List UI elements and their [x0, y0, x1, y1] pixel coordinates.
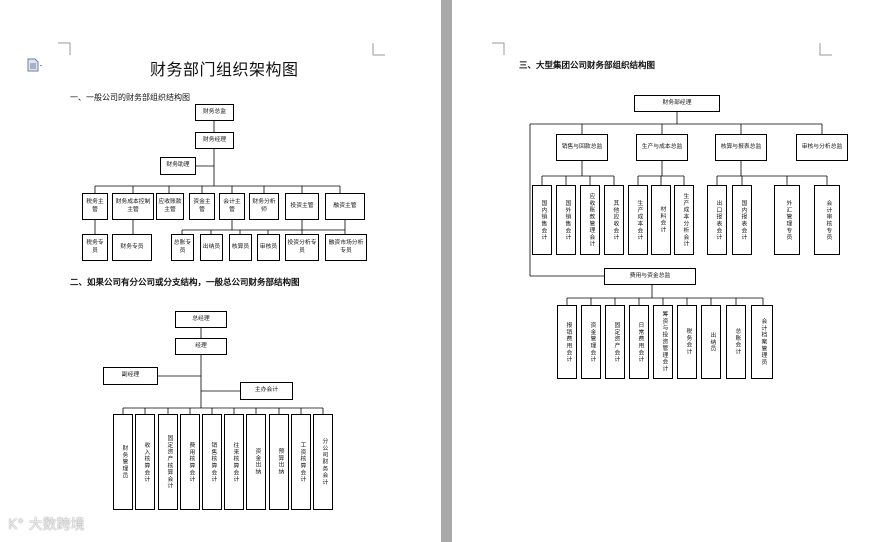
- section-1-heading: 一、一般公司的财务部组织结构图: [70, 93, 190, 102]
- chart2-level-box: 销售核算会计: [202, 414, 222, 510]
- chart3-expense-staff-box: 筹资与投资管理会计: [653, 305, 673, 379]
- chart1-l3-box: 融资主管: [325, 193, 365, 220]
- chart-3-connectors: [529, 112, 828, 305]
- chart2-level-box: 资金出纳: [246, 414, 266, 510]
- chart3-staff-box: 应收账款管理会计: [580, 185, 600, 255]
- chart3-staff-box: 出口报表会计: [707, 185, 727, 255]
- section-2-heading: 二、如果公司有分公司或分支结构，一般总公司财务部结构图: [70, 278, 300, 288]
- chart3-director-box: 生产与成本总监: [636, 134, 688, 161]
- chart3-staff-box: 外汇管理专员: [774, 185, 800, 255]
- chart3-expense-director: 费用与资金总监: [604, 268, 696, 285]
- chart3-department-manager: 财务部经理: [634, 95, 720, 112]
- chart2-level-box: 分公司财务会计: [313, 414, 333, 510]
- chart1-l3-box: 税务主管: [82, 193, 108, 220]
- chart1-l4-box: 核算员: [229, 234, 252, 261]
- chart1-l4-box: 税务专员: [82, 234, 108, 261]
- chart3-staff-box: 国内销售会计: [532, 185, 552, 255]
- watermark-text: 大数跨境: [28, 517, 85, 533]
- chart3-staff-box: 其他应收会计: [604, 185, 624, 255]
- chart1-l3-box: 财务分析师: [249, 193, 279, 220]
- chart-1-connectors: [94, 121, 346, 234]
- chart2-level-box: 往来核算会计: [224, 414, 244, 510]
- chart1-l4-box: 审核员: [257, 234, 280, 261]
- document-icon[interactable]: [27, 58, 42, 72]
- corner-marks-right: [492, 42, 832, 56]
- chart3-expense-staff-box: 总账会计: [726, 305, 746, 379]
- section-3-heading: 三、大型集团公司财务部组织结构图: [519, 61, 656, 71]
- chart2-vice-manager: 副经理: [103, 367, 158, 385]
- chart3-staff-box: 材料会计: [651, 185, 671, 255]
- chart2-chief-accountant: 主办会计: [240, 382, 293, 400]
- document-page-left: 财务部门组织架构图 一、一般公司的财务部组织结构图: [0, 0, 441, 542]
- chart1-finance-manager: 财务经理: [195, 132, 234, 149]
- chart3-expense-staff-box: 会计档案管理员: [751, 305, 773, 379]
- chart1-finance-director: 财务总监: [195, 104, 234, 121]
- chart3-staff-box: 国外销售会计: [556, 185, 576, 255]
- chart3-director-box: 审核与分析总监: [796, 134, 848, 161]
- chart3-director-box: 核算与报表总监: [715, 134, 767, 161]
- chart-2-connectors: [122, 328, 324, 414]
- chart2-level-box: 预算出纳: [269, 414, 289, 510]
- chart3-staff-box: 会计审核专员: [814, 185, 840, 255]
- chart1-l3-box: 会计主管: [219, 193, 245, 220]
- chart1-l4-box: 出纳员: [200, 234, 223, 261]
- chart3-expense-staff-box: 税务会计: [677, 305, 697, 379]
- chart1-l4-box: 融资市场分析专员: [325, 234, 367, 261]
- chart1-l3-box: 财务成本控制主管: [112, 193, 154, 220]
- chart3-expense-staff-box: 固定资产会计: [605, 305, 625, 379]
- chart2-level-box: 固定资产核算会计: [158, 414, 178, 510]
- chart3-staff-box: 生产成本会计: [628, 185, 648, 255]
- chart3-expense-staff-box: 出纳员: [701, 305, 721, 379]
- chart1-l3-box: 资金主管: [189, 193, 215, 220]
- chart3-expense-staff-box: 报销费用会计: [557, 305, 577, 379]
- chart2-manager: 经理: [175, 338, 227, 355]
- chart1-finance-assistant: 财务助理: [160, 157, 196, 175]
- chart3-expense-staff-box: 资金管理会计: [581, 305, 601, 379]
- chart1-l3-box: 应收账款主管: [156, 193, 184, 220]
- chart2-level-box: 收入核算会计: [135, 414, 155, 510]
- chart1-l4-box: 投资分析专员: [285, 234, 319, 261]
- chart2-level-box: 工资核算会计: [291, 414, 311, 510]
- chart3-staff-box: 国内报表会计: [732, 185, 752, 255]
- chart3-director-box: 销售与回款总监: [556, 134, 608, 161]
- page-gutter: [441, 0, 452, 542]
- chart2-general-manager: 总经理: [175, 311, 227, 328]
- chart3-expense-staff-box: 日常费用会计: [629, 305, 649, 379]
- document-title: 财务部门组织架构图: [150, 60, 299, 79]
- corner-marks-left: [58, 42, 385, 56]
- chart3-staff-box: 生产成本分析会计: [674, 185, 694, 255]
- chart1-l3-box: 投资主管: [285, 193, 319, 220]
- document-page-right: 三、大型集团公司财务部组织结构图: [452, 0, 890, 542]
- chart2-level-box: 财务管理员: [113, 414, 133, 510]
- chart1-l4-box: 财务专员: [112, 234, 152, 261]
- chart1-l4-box: 总账专员: [171, 234, 194, 261]
- watermark-logo: K° 大数跨境: [8, 514, 85, 534]
- watermark-logo-icon: K°: [8, 517, 25, 533]
- chart2-level-box: 费用核算会计: [180, 414, 200, 510]
